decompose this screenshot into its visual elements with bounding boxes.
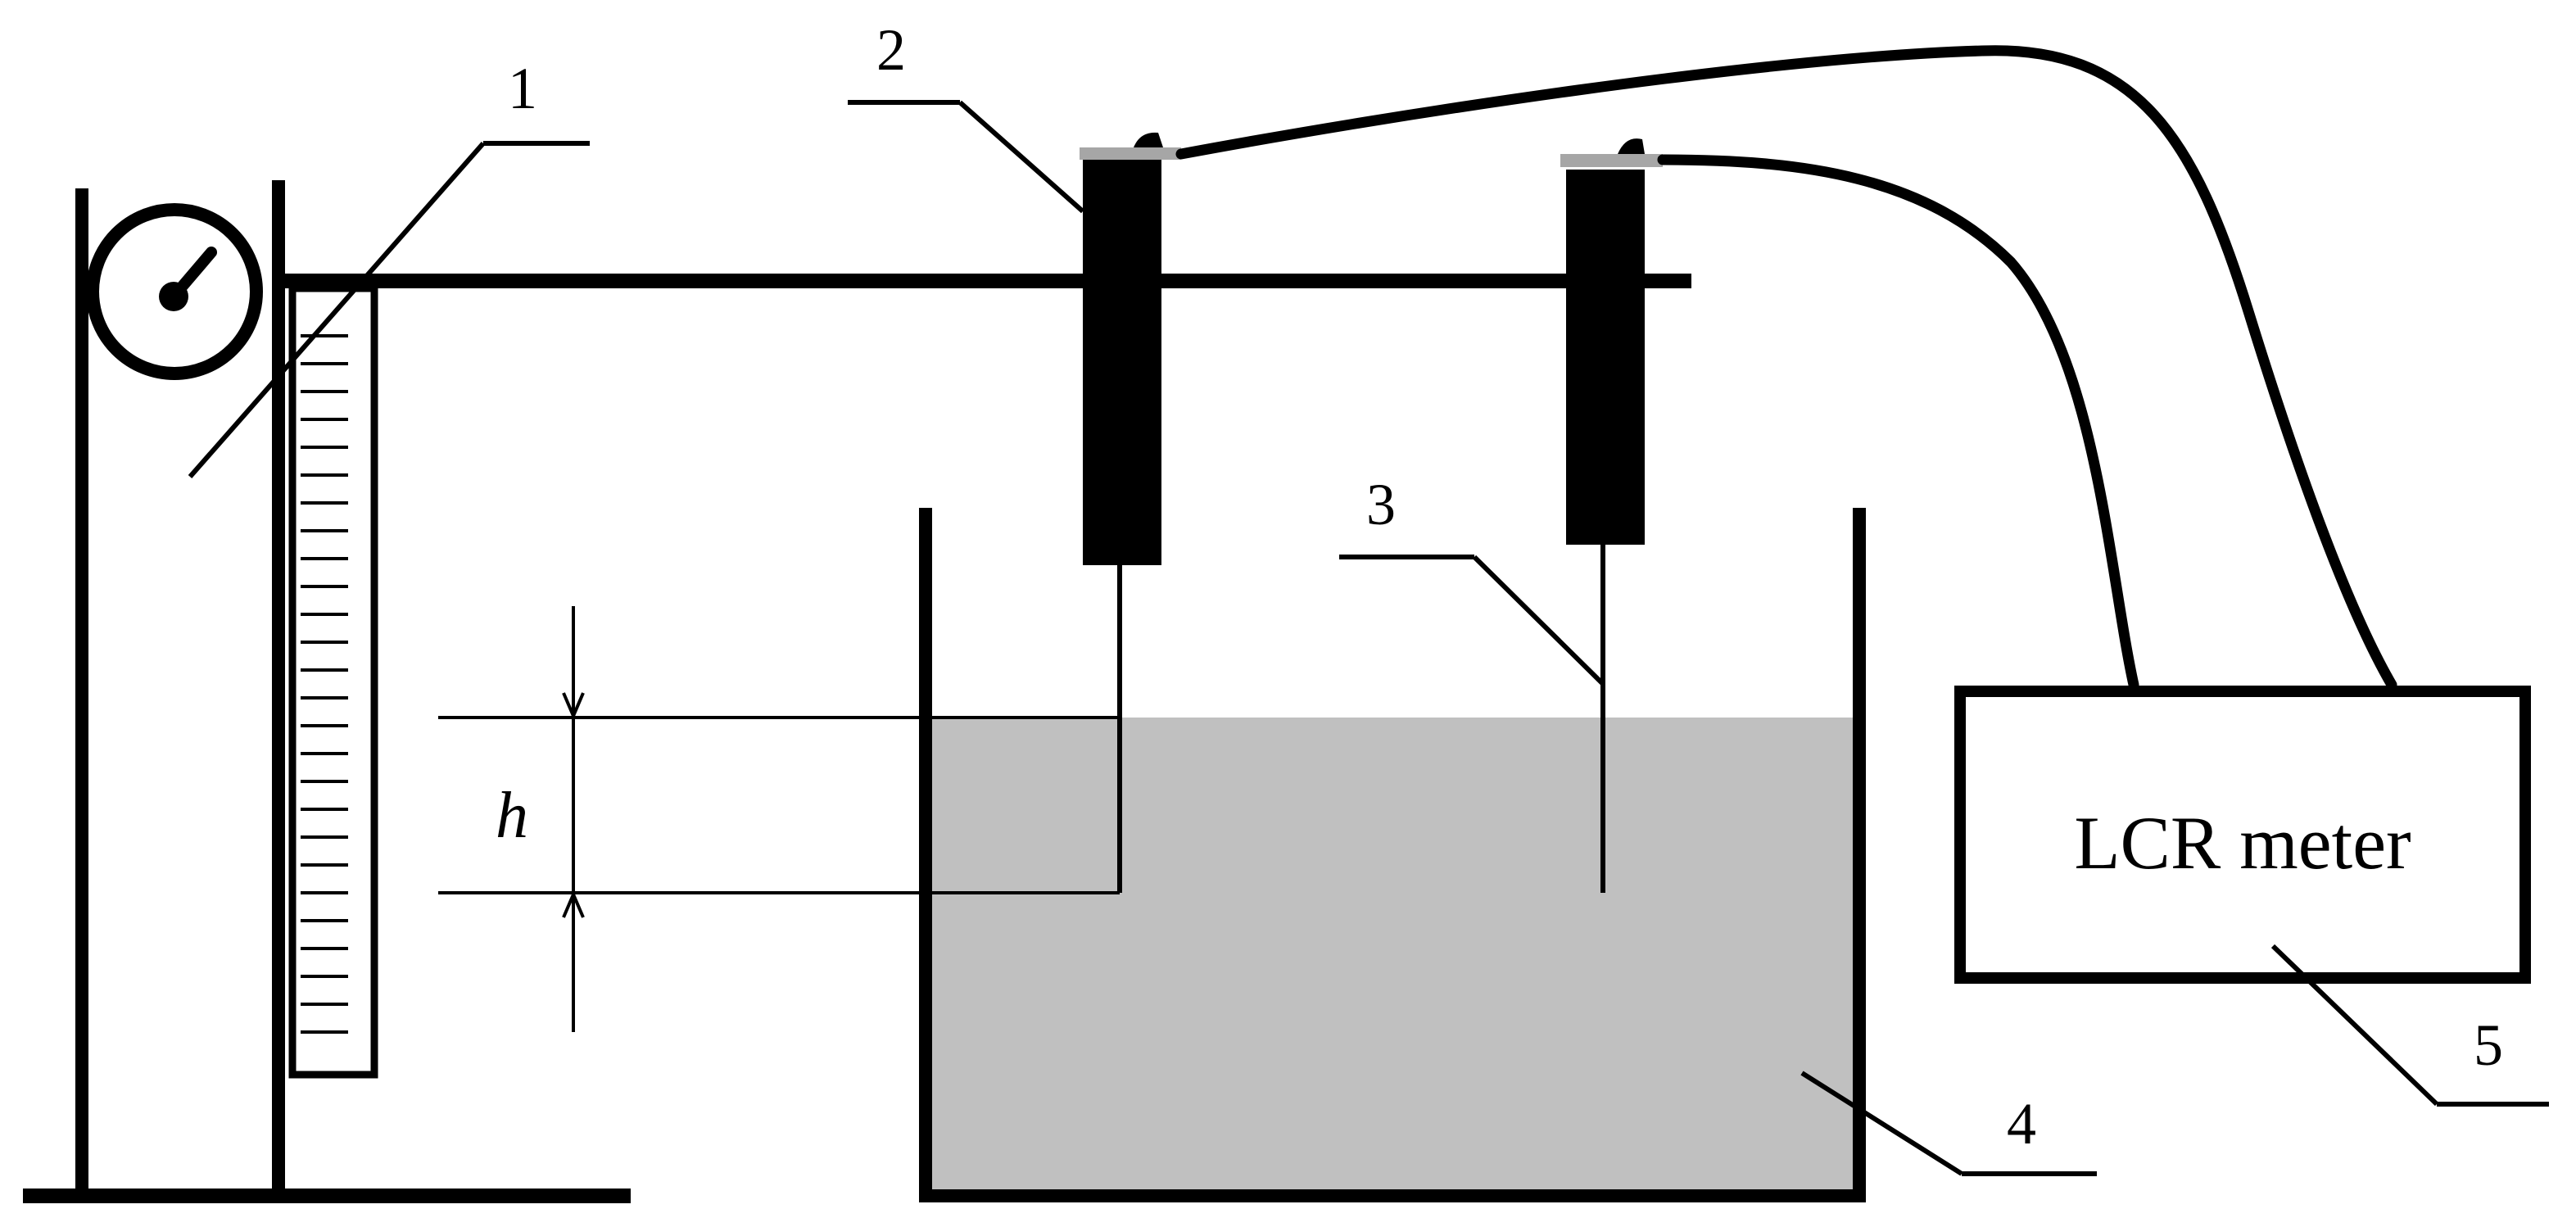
depth-arrow-bottom-head bbox=[562, 890, 585, 918]
cable-inner bbox=[1657, 154, 2139, 690]
electrode-2-tip-cap bbox=[1134, 132, 1163, 147]
callout-2-label: 2 bbox=[876, 17, 906, 83]
electrode-2-body bbox=[1083, 160, 1161, 565]
dial-gauge bbox=[86, 203, 263, 380]
cable-outer bbox=[1175, 45, 2397, 690]
container-walls bbox=[919, 508, 1866, 1202]
liquid-container: 4 bbox=[919, 508, 2097, 1202]
electrode-3: 3 bbox=[1339, 138, 1663, 893]
callout-4-label: 4 bbox=[2007, 1091, 2036, 1157]
graduated-scale bbox=[288, 284, 378, 1079]
callout-2-leader bbox=[958, 100, 1084, 214]
height-gauge-stand: 1 bbox=[23, 56, 1691, 1203]
callout-5-label: 5 bbox=[2474, 1012, 2503, 1078]
electrode-2-clamp bbox=[1080, 147, 1181, 160]
callout-1-label: 1 bbox=[508, 56, 537, 121]
callout-5-leader bbox=[2270, 944, 2439, 1107]
callout-1-leader bbox=[188, 142, 486, 478]
lcr-meter-box bbox=[1954, 686, 2531, 984]
depth-dimension: h bbox=[438, 606, 1120, 1032]
callout-3-leader bbox=[1472, 555, 1605, 686]
callout-4-leader bbox=[1800, 1071, 1963, 1176]
lcr-meter: LCR meter 5 bbox=[1954, 686, 2549, 1107]
depth-arrow-top-head bbox=[562, 692, 585, 721]
liquid-fill bbox=[928, 718, 1859, 1189]
electrode-3-tip-cap bbox=[1618, 138, 1645, 154]
callout-3-label: 3 bbox=[1366, 472, 1396, 537]
electrode-3-body bbox=[1566, 170, 1645, 545]
depth-label: h bbox=[496, 780, 528, 852]
lcr-meter-label: LCR meter bbox=[2074, 801, 2411, 885]
electrode-2: 2 bbox=[848, 17, 1181, 893]
electrode-3-clamp bbox=[1560, 154, 1663, 167]
